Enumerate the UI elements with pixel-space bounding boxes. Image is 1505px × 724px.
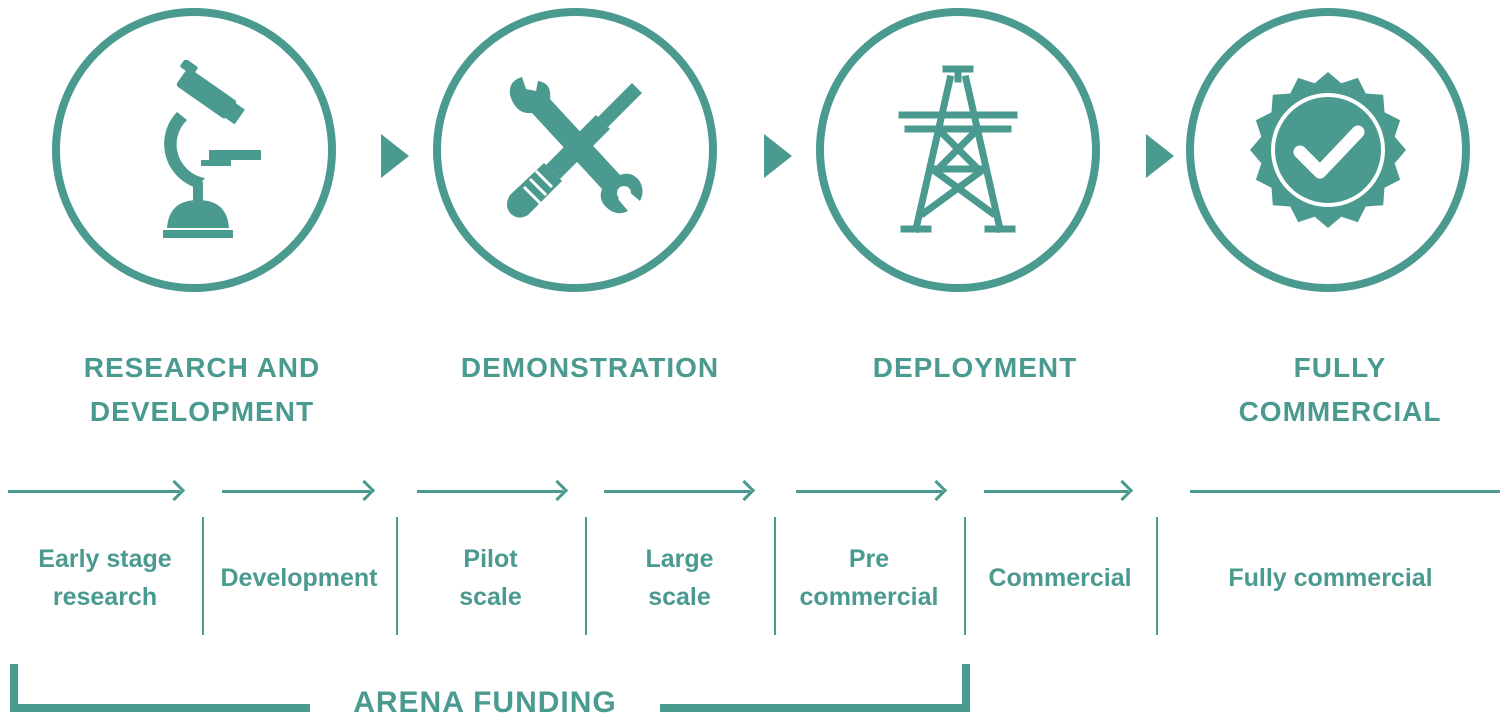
transmission-tower-icon — [898, 65, 1018, 234]
phase-divider — [774, 517, 776, 635]
next-arrow-icon — [764, 134, 792, 178]
phase-label-fully-commercial: Fully commercial — [1228, 564, 1433, 592]
tools-icon — [507, 77, 643, 218]
phase-label-pilot-scale: Pilot scale — [459, 545, 522, 611]
phase-arrow — [604, 490, 750, 493]
phase-arrow — [984, 490, 1128, 493]
phase-divider — [1156, 517, 1158, 635]
funding-bracket-left-tick — [10, 664, 18, 712]
funding-bracket-right-line — [660, 704, 970, 712]
phase-divider — [585, 517, 587, 635]
phase-arrow — [222, 490, 370, 493]
funding-bracket-right-tick — [962, 664, 970, 712]
phase-arrow — [796, 490, 942, 493]
phase-label-commercial: Commercial — [988, 564, 1132, 592]
next-arrow-icon — [381, 134, 409, 178]
certified-badge-icon — [1250, 72, 1406, 228]
stage-title-deployment: DEPLOYMENT — [872, 352, 1078, 383]
stage-title-demonstration: DEMONSTRATION — [460, 352, 720, 383]
phase-divider — [202, 517, 204, 635]
phase-label-development: Development — [220, 564, 378, 592]
phase-arrow — [8, 490, 180, 493]
phase-label-pre-commercial: Pre commercial — [799, 545, 939, 611]
phase-divider — [964, 517, 966, 635]
phase-divider — [396, 517, 398, 635]
phase-label-large-scale: Large scale — [645, 545, 714, 611]
phase-label-early-stage-research: Early stage research — [38, 545, 172, 611]
funding-label: ARENA FUNDING — [353, 686, 617, 719]
stage-title-commercial: FULLY COMMERCIAL — [1238, 352, 1442, 427]
stage-circle-commercial — [1186, 8, 1470, 292]
stage-circle-deployment — [816, 8, 1100, 292]
phase-line — [1190, 490, 1500, 493]
microscope-icon — [163, 60, 261, 238]
stage-title-research: RESEARCH AND DEVELOPMENT — [83, 352, 321, 427]
phase-arrow — [417, 490, 563, 493]
funding-bracket-left-line — [10, 704, 310, 712]
next-arrow-icon — [1146, 134, 1174, 178]
stage-circle-research — [52, 8, 336, 292]
stage-circle-demonstration — [433, 8, 717, 292]
